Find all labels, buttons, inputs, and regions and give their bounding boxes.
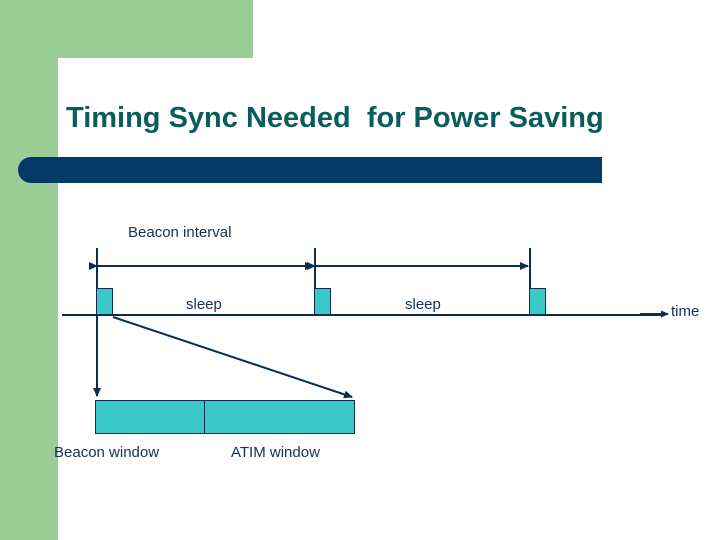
beacon-tick-1 — [96, 248, 98, 315]
window-divider — [204, 401, 205, 433]
beacon-interval-label: Beacon interval — [128, 224, 232, 241]
beacon-bar-2 — [314, 288, 331, 315]
beacon-tick-3 — [529, 248, 531, 315]
sleep-label-1: sleep — [186, 296, 222, 313]
green-sidebar — [0, 0, 58, 540]
window-rect — [95, 400, 355, 434]
beacon-bar-1 — [96, 288, 113, 315]
beacon-window-label: Beacon window — [54, 444, 160, 461]
expansion-arrow-diagonal — [112, 316, 353, 399]
atim-window-label: ATIM window — [231, 444, 320, 461]
page-title: Timing Sync Needed for Power Saving — [66, 102, 604, 134]
navy-title-rule — [18, 157, 602, 183]
sleep-label-2: sleep — [405, 296, 441, 313]
beacon-tick-2 — [314, 248, 316, 315]
beacon-bar-3 — [529, 288, 546, 315]
time-axis-line — [62, 314, 662, 316]
time-axis-label: time — [671, 303, 700, 320]
white-content-panel — [58, 58, 720, 540]
